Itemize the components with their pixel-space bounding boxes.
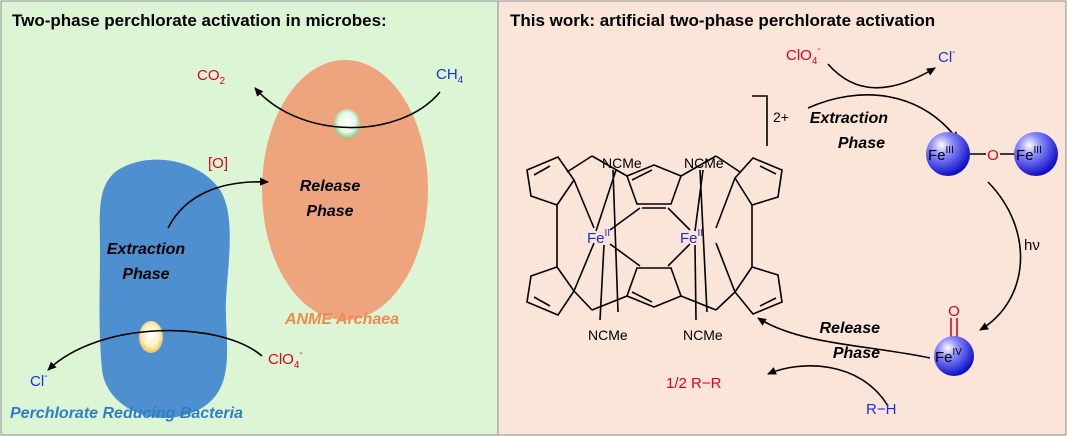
perchlorate-reduction-arrow: [47, 329, 263, 371]
right-extraction-label-line2: Phase: [838, 135, 885, 152]
photolysis-arrow: [979, 181, 1022, 331]
substrate-to-product-arrow: [767, 365, 889, 407]
right-perchlorate-label: ClO4-: [786, 44, 821, 67]
product-label: 1/2 R−R: [666, 375, 722, 392]
ncme-top-left: NCMe: [602, 155, 642, 171]
fe3-right-sphere-icon: [1014, 132, 1058, 176]
extraction-phase-label-line1: Extraction: [107, 241, 185, 258]
bacteria-vesicle-icon: [139, 321, 163, 353]
bridge-oxygen-label: O: [987, 147, 999, 164]
oxygen-transfer-arrow: [167, 177, 269, 229]
left-panel-title: Two-phase perchlorate activation in micr…: [12, 11, 387, 30]
fe4-label: FeIV: [935, 347, 962, 366]
diiron-complex: [526, 95, 783, 321]
methane-oxidation-arrow: [254, 87, 441, 129]
archaea-cell: [262, 60, 428, 320]
ncme-bottom-left: NCMe: [588, 327, 628, 343]
perchlorate-to-chloride-arrow: [827, 63, 936, 89]
complex-labels: NCMe NCMe NCMe NCMe 2+: [588, 109, 789, 343]
right-release-label-line2: Phase: [833, 345, 880, 362]
substrate-label: R−H: [866, 401, 896, 418]
right-release-label-line1: Release: [820, 320, 881, 337]
oxygen-label: [O]: [208, 155, 228, 172]
ncme-bottom-right: NCMe: [683, 327, 723, 343]
archaea-vesicle-icon: [334, 109, 360, 139]
bacteria-label: Perchlorate Reducing Bacteria: [10, 405, 243, 422]
ncme-top-right: NCMe: [684, 155, 724, 171]
fe4-sphere-icon: [934, 336, 974, 376]
extraction-phase-label-line2: Phase: [122, 266, 169, 283]
release-arrow: [757, 317, 931, 359]
right-chloride-label: Cl-: [938, 47, 956, 66]
perchlorate-label: ClO4-: [268, 348, 303, 371]
co2-label: CO2: [197, 67, 226, 87]
fe3-right-label: FeIII: [1016, 145, 1042, 164]
fe3-left-label: FeIII: [928, 145, 954, 164]
release-phase-label-line2: Phase: [306, 203, 353, 220]
right-panel-title: This work: artificial two-phase perchlor…: [510, 11, 935, 30]
hv-label: hν: [1024, 237, 1040, 254]
oxo-label: O: [948, 303, 960, 320]
oxo-bridge-gap: [986, 144, 1000, 164]
right-extraction-label-line1: Extraction: [810, 110, 888, 127]
release-phase-label-line1: Release: [300, 178, 361, 195]
fe3-left-sphere-icon: [926, 132, 970, 176]
fe2-right: FeII: [680, 228, 703, 247]
bacteria-cell: [99, 159, 230, 418]
chloride-label: Cl-: [30, 371, 48, 390]
ch4-label: CH4: [436, 66, 464, 86]
complex-charge: 2+: [773, 109, 789, 125]
extraction-arrow: [807, 94, 959, 141]
fe2-left: FeII: [587, 228, 610, 247]
anme-archaea-label: ANME Archaea: [284, 311, 399, 328]
